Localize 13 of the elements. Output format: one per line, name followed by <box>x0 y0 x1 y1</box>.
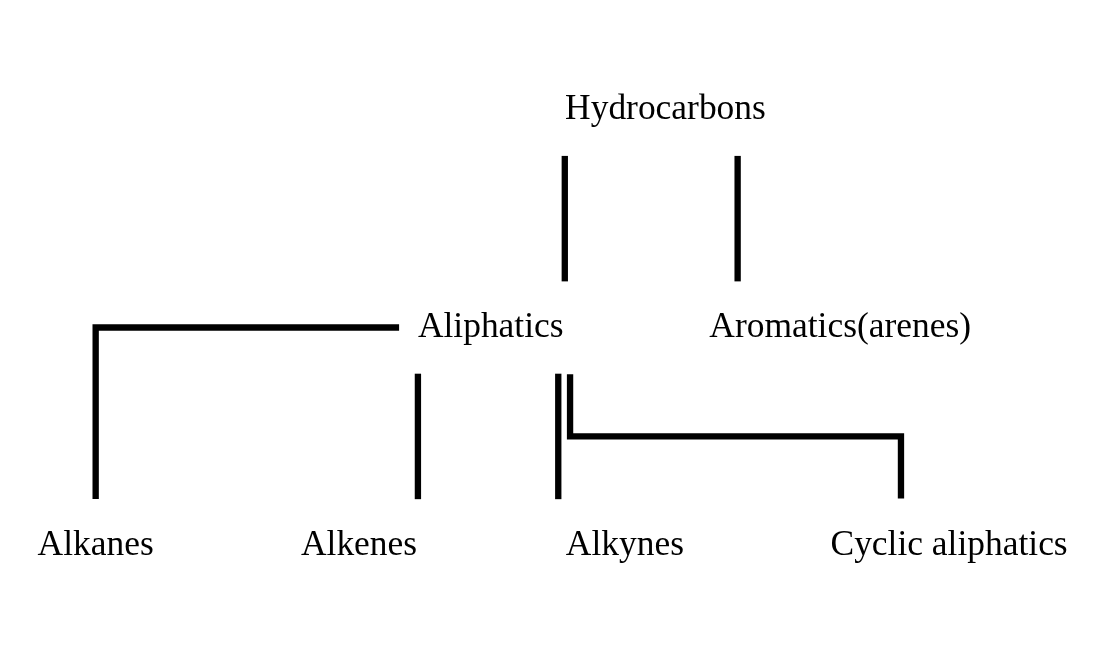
connector <box>555 373 562 500</box>
node-text: Aromatics(arenes) <box>709 304 972 345</box>
node-text: Hydrocarbons <box>565 87 766 128</box>
connector <box>414 373 422 500</box>
node-text: Alkynes <box>565 522 684 563</box>
node-text: Cyclic aliphatics <box>830 522 1068 563</box>
node-text: Alkanes <box>37 522 154 563</box>
connector <box>734 155 741 282</box>
connector <box>561 155 568 282</box>
node-text: Alkenes <box>300 522 418 563</box>
connector <box>566 374 905 499</box>
node-text: Aliphatics <box>417 304 564 345</box>
connector <box>92 324 400 500</box>
